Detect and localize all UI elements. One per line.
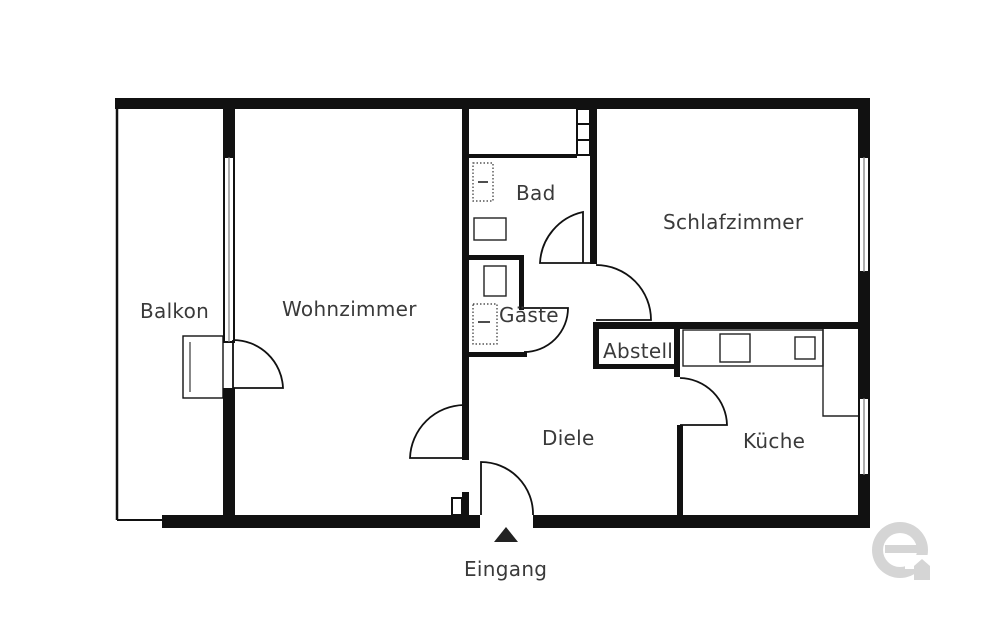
bedroom-door <box>595 264 652 321</box>
shaft-box <box>576 108 591 156</box>
balcony-door-frame <box>182 335 224 399</box>
e-logo-icon <box>872 522 931 580</box>
guest-door <box>523 307 569 353</box>
label-balkon: Balkon <box>140 299 209 323</box>
guest-toilet <box>483 265 507 297</box>
balcony-door <box>232 339 284 389</box>
living-wall-upper <box>462 109 469 369</box>
kitchen-counter-side <box>822 329 858 417</box>
top-wall <box>115 98 870 109</box>
abstell-left-wall <box>593 322 599 368</box>
abstell-right-wall <box>674 322 680 377</box>
doors <box>182 210 728 516</box>
fixtures <box>472 162 858 417</box>
kitchen-door <box>679 377 728 426</box>
bad-gaeste-partition <box>469 255 524 260</box>
gaeste-bottom-wall <box>469 352 527 357</box>
entrance-arrow-icon <box>494 527 518 542</box>
guest-fixture <box>472 303 498 345</box>
living-door <box>409 404 465 459</box>
label-gaeste: Gäste <box>499 303 559 327</box>
bath-door <box>539 210 595 264</box>
shaft-right <box>590 109 597 264</box>
balcony-wall-upper <box>223 109 235 157</box>
bedroom-bottom-wall <box>593 322 858 329</box>
entrance-stub <box>451 497 463 516</box>
label-wohnzimmer: Wohnzimmer <box>282 297 417 321</box>
kitchen-left-wall <box>677 425 683 517</box>
windows <box>223 156 870 476</box>
label-eingang: Eingang <box>464 557 547 581</box>
kitchen-counter <box>682 329 824 367</box>
label-kueche: Küche <box>743 429 805 453</box>
abstell-bottom-wall <box>593 364 679 369</box>
gaeste-right-wall <box>519 260 524 310</box>
living-wall-lower <box>462 355 469 460</box>
label-bad: Bad <box>516 181 556 205</box>
room-labels: Balkon Wohnzimmer Bad Gäste Schlafzimmer… <box>140 181 805 581</box>
label-diele: Diele <box>542 426 595 450</box>
interior-walls <box>223 108 858 518</box>
kitchen-stove <box>794 336 816 360</box>
bottom-wall-left <box>162 515 480 528</box>
entrance-door <box>480 461 534 516</box>
bath-fixture-top <box>472 162 494 202</box>
living-wall-stub <box>462 492 469 517</box>
label-abstell: Abstell <box>603 339 673 363</box>
bottom-wall-right <box>533 515 870 528</box>
bath-washbasin <box>473 217 507 241</box>
balcony-wall-lower <box>223 388 235 518</box>
kitchen-sink <box>719 333 751 363</box>
bath-top-partition <box>469 154 577 158</box>
label-schlafzimmer: Schlafzimmer <box>663 210 804 234</box>
